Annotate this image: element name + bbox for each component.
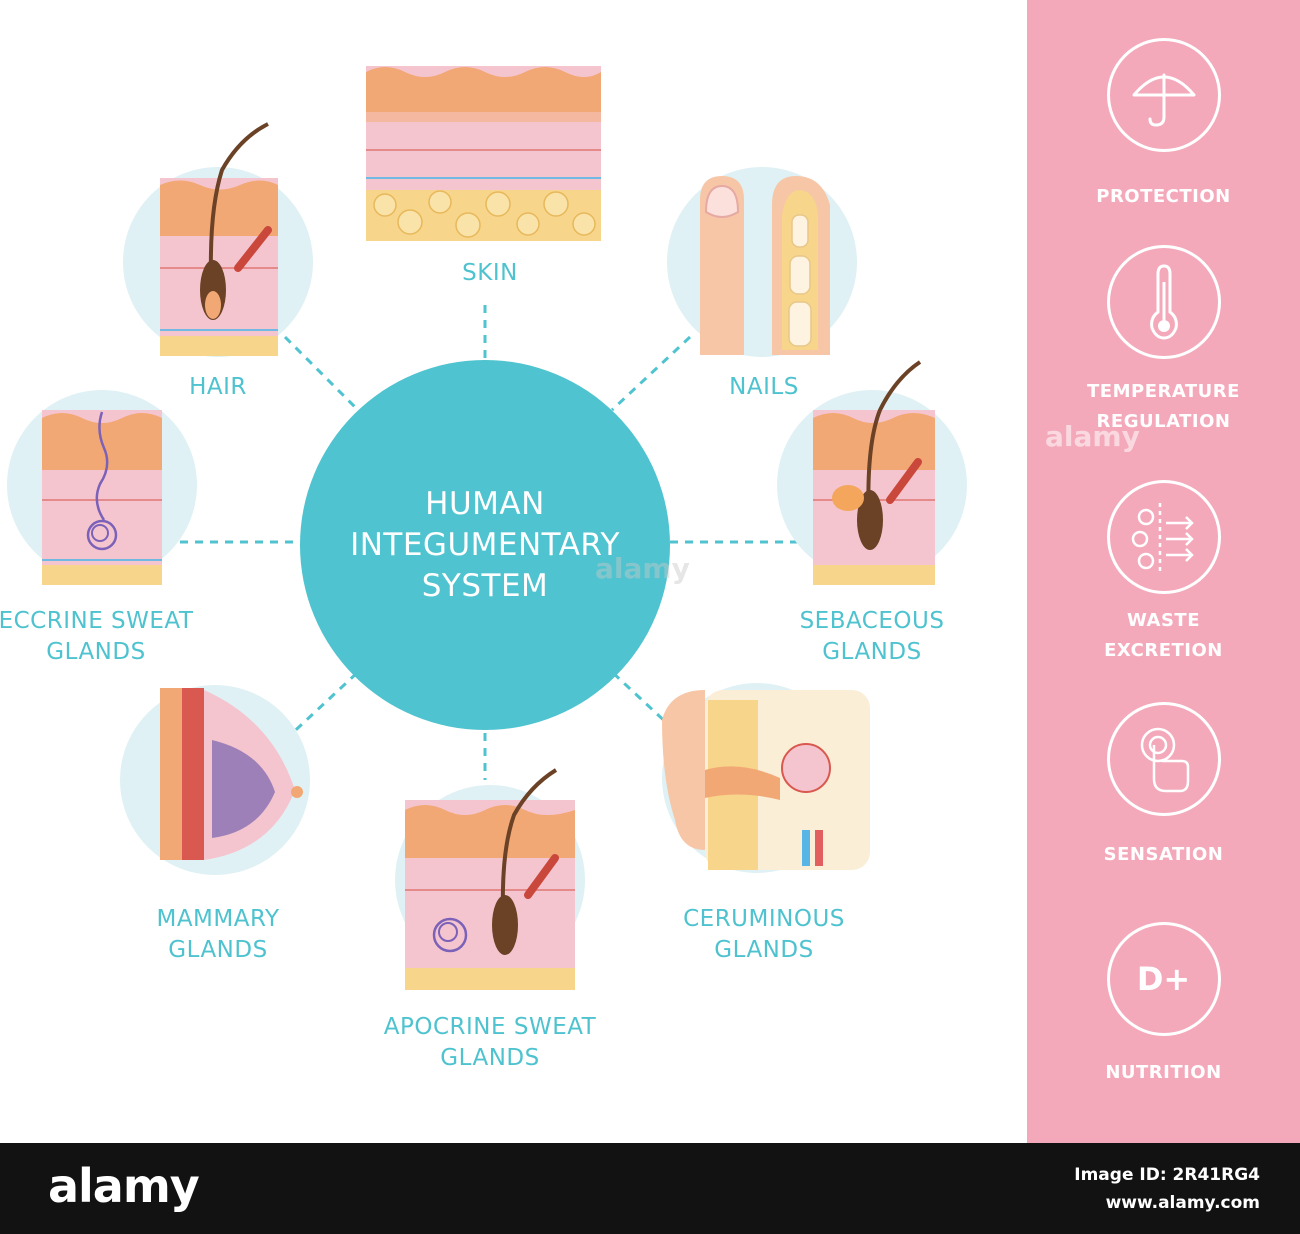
title-line-2: INTEGUMENTARY	[350, 526, 620, 563]
connector-mammary	[283, 670, 360, 742]
skin-illustration	[366, 66, 601, 241]
footer-site-url: www.alamy.com	[1105, 1193, 1260, 1213]
title-line-1: HUMAN	[425, 485, 545, 522]
watermark-overlay-main: alamy	[595, 552, 690, 585]
label-sebaceous-line-1: SEBACEOUS	[799, 608, 945, 634]
function-protection: PROTECTION	[1027, 38, 1300, 212]
label-mammary: MAMMARY GLANDS	[156, 904, 279, 966]
title-line-3: SYSTEM	[421, 567, 549, 604]
label-hair-line-1: HAIR	[189, 374, 247, 400]
label-skin-line-1: SKIN	[462, 260, 518, 286]
footer-image-id: Image ID: 2R41RG4	[1074, 1165, 1260, 1185]
vitamin-d-glyph: D+	[1136, 960, 1191, 998]
ceruminous-illustration	[662, 683, 870, 873]
function-temperature-label-1: TEMPERATURE	[1087, 381, 1240, 402]
connector-hair	[283, 335, 360, 412]
label-eccrine: ECCRINE SWEAT GLANDS	[0, 606, 193, 668]
functions-panel: PROTECTION TEMPERATURE REGULATION	[1027, 0, 1300, 1143]
label-ceruminous: CERUMINOUS GLANDS	[683, 904, 845, 966]
vitamin-d-icon: D+	[1106, 922, 1221, 1036]
connector-nails	[610, 335, 692, 412]
label-eccrine-line-2: GLANDS	[46, 639, 146, 665]
function-nutrition: D+ NUTRITION	[1027, 922, 1300, 1088]
excretion-icon	[1106, 480, 1221, 594]
umbrella-icon	[1106, 38, 1221, 152]
function-sensation: SENSATION	[1027, 702, 1300, 870]
function-sensation-label: SENSATION	[1103, 844, 1224, 865]
function-nutrition-label: NUTRITION	[1105, 1062, 1222, 1083]
apocrine-illustration	[395, 768, 585, 990]
diagram-canvas	[7, 66, 967, 990]
footer-brand-logo: alamy	[48, 1159, 200, 1213]
label-hair: HAIR	[189, 372, 247, 403]
eccrine-illustration	[7, 390, 197, 585]
watermark-overlay-panel: alamy	[1045, 420, 1140, 453]
function-temperature: TEMPERATURE REGULATION	[1027, 245, 1300, 437]
function-protection-label: PROTECTION	[1096, 186, 1231, 207]
function-waste-label-1: WASTE	[1126, 610, 1200, 631]
label-apocrine: APOCRINE SWEAT GLANDS	[384, 1012, 596, 1074]
mammary-illustration	[120, 685, 310, 875]
label-apocrine-line-1: APOCRINE SWEAT	[383, 1014, 597, 1040]
sebaceous-illustration	[777, 360, 967, 585]
label-nails: NAILS	[729, 372, 799, 403]
nails-illustration	[667, 167, 857, 357]
label-ceruminous-line-1: CERUMINOUS	[683, 906, 845, 932]
label-skin: SKIN	[462, 258, 518, 289]
label-mammary-line-1: MAMMARY	[156, 906, 280, 932]
thermometer-icon	[1106, 245, 1221, 359]
label-sebaceous: SEBACEOUS GLANDS	[800, 606, 945, 668]
center-title-circle: HUMAN INTEGUMENTARY SYSTEM	[300, 360, 670, 730]
label-nails-line-1: NAILS	[729, 374, 799, 400]
footer-bar: alamy Image ID: 2R41RG4 www.alamy.com	[0, 1143, 1300, 1234]
label-mammary-line-2: GLANDS	[168, 937, 268, 963]
hair-illustration	[123, 122, 313, 357]
function-waste-excretion: WASTE EXCRETION	[1027, 480, 1300, 666]
label-eccrine-line-1: ECCRINE SWEAT	[0, 608, 194, 634]
connector-lines	[165, 305, 810, 780]
label-apocrine-line-2: GLANDS	[440, 1045, 540, 1071]
label-ceruminous-line-2: GLANDS	[714, 937, 814, 963]
function-waste-label-2: EXCRETION	[1104, 640, 1223, 661]
label-sebaceous-line-2: GLANDS	[822, 639, 922, 665]
touch-icon	[1106, 702, 1221, 816]
function-temperature-label-2: REGULATION	[1096, 411, 1231, 432]
